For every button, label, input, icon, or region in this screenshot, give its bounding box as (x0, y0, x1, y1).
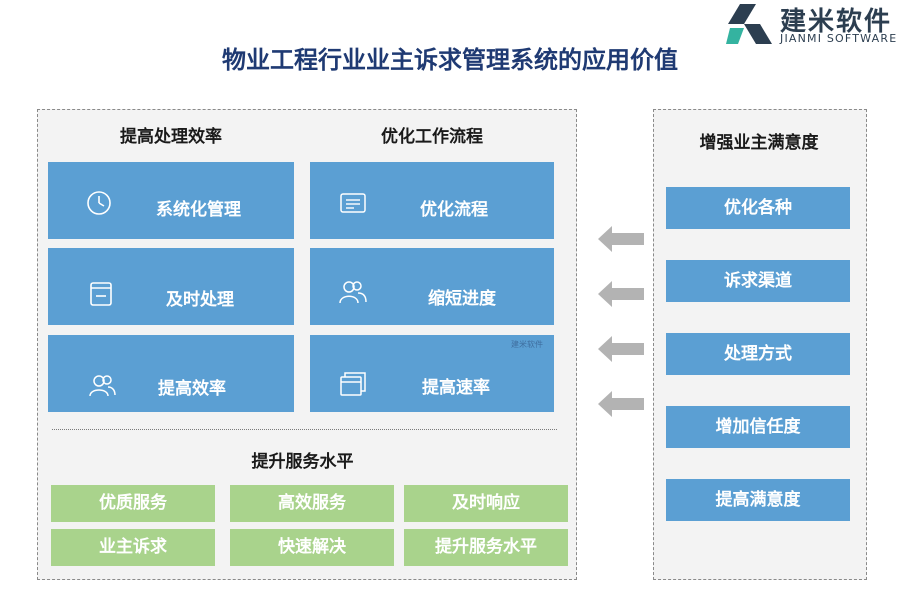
service-item-raise-service: 提升服务水平 (404, 529, 568, 566)
card-label: 缩短进度 (428, 289, 496, 309)
logo-name-en: JIANMI SOFTWARE (780, 32, 898, 45)
service-item-timely-response: 及时响应 (404, 485, 568, 522)
logo-name-cn: 建米软件 (780, 7, 893, 37)
service-item-quality: 优质服务 (51, 485, 215, 522)
users-icon (89, 375, 116, 397)
card-label: 提高速率 (422, 378, 490, 398)
document-icon (90, 282, 112, 306)
satisfaction-item-channels: 诉求渠道 (666, 260, 850, 302)
section-head-satisfaction: 增强业主满意度 (699, 133, 819, 153)
service-item-owner-demands: 业主诉求 (51, 529, 215, 566)
brand-logo: 建米软件 JIANMI SOFTWARE (726, 2, 900, 46)
satisfaction-item-optimize: 优化各种 (666, 187, 850, 229)
card-timely-handling: 及时处理 (48, 248, 294, 325)
card-improve-rate: 提高速率 (310, 335, 554, 412)
section-head-service: 提升服务水平 (251, 452, 354, 472)
service-item-quick-resolve: 快速解决 (230, 529, 394, 566)
clock-icon (87, 191, 111, 215)
arrow-left-icon (598, 391, 644, 417)
people-icon (339, 281, 367, 304)
card-label: 系统化管理 (156, 200, 241, 220)
card-label: 及时处理 (166, 290, 234, 310)
card-shorten-progress: 缩短进度 (310, 248, 554, 325)
section-head-workflow: 优化工作流程 (381, 127, 483, 147)
satisfaction-item-trust: 增加信任度 (666, 406, 850, 448)
watermark-logo: 建米软件 (511, 340, 543, 349)
section-divider (52, 429, 557, 430)
card-label: 提高效率 (158, 379, 226, 399)
arrow-left-icon (598, 281, 644, 307)
card-label: 优化流程 (420, 200, 488, 220)
page-title: 物业工程行业业主诉求管理系统的应用价值 (222, 46, 678, 74)
card-systematic-management: 系统化管理 (48, 162, 294, 239)
arrow-left-icon (598, 336, 644, 362)
arrow-left-icon (598, 226, 644, 252)
satisfaction-item-methods: 处理方式 (666, 333, 850, 375)
satisfaction-item-satisfaction: 提高满意度 (666, 479, 850, 521)
card-improve-efficiency: 提高效率 (48, 335, 294, 412)
section-head-efficiency: 提高处理效率 (120, 127, 222, 147)
service-item-efficient: 高效服务 (230, 485, 394, 522)
logo-mark-icon (726, 4, 772, 44)
card-optimize-process: 优化流程 (310, 162, 554, 239)
form-icon (340, 193, 366, 213)
window-icon (340, 372, 366, 396)
